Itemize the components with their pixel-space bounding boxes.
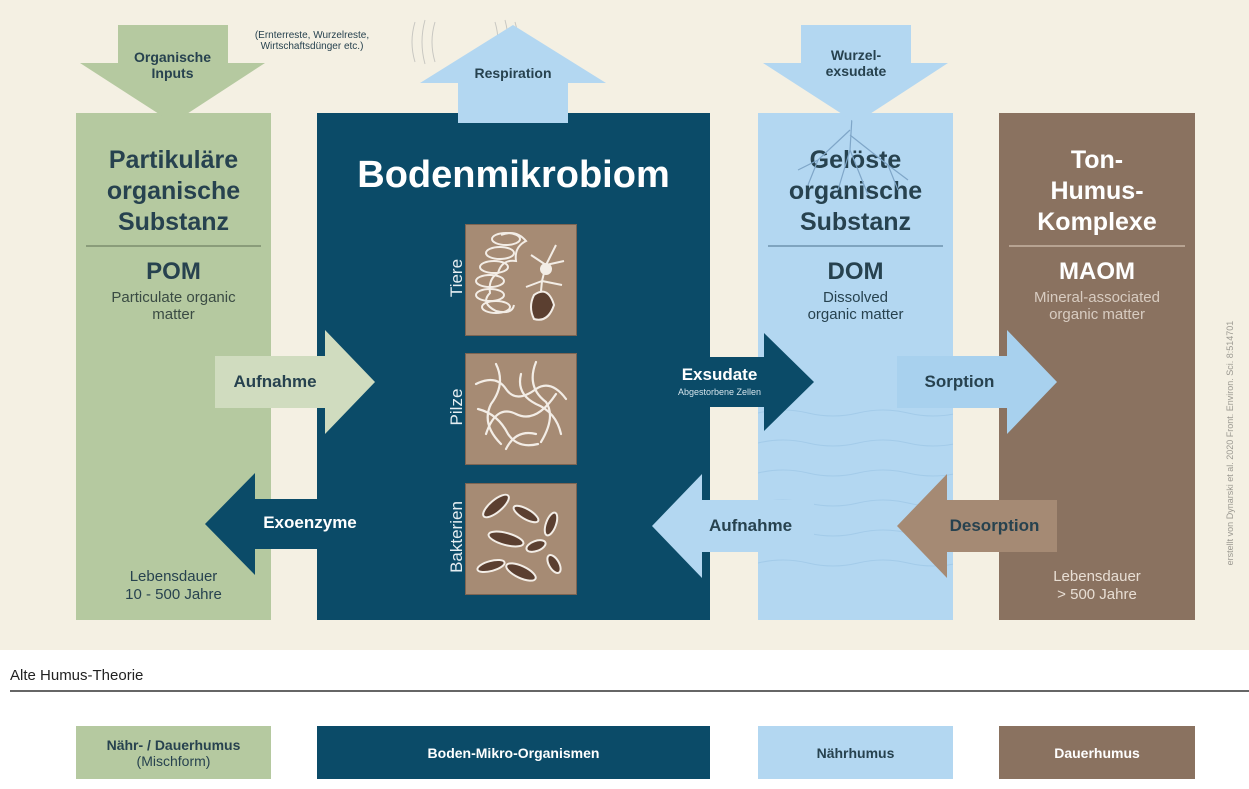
respiration-label: Respiration bbox=[474, 65, 552, 81]
legend-microorganisms: Boden-Mikro-Organismen bbox=[317, 726, 710, 779]
organic-inputs-arrow: Organische Inputs bbox=[80, 25, 265, 125]
tile-pilze bbox=[465, 353, 577, 465]
microbiome-title: Bodenmikrobiom bbox=[357, 154, 670, 196]
tile-bakterien bbox=[465, 483, 577, 595]
desorption-arrow-shape bbox=[897, 474, 1057, 578]
aufnahme-right-arrow-shape bbox=[652, 474, 814, 578]
exoenzyme-arrow-shape bbox=[205, 473, 375, 575]
roots-illustration bbox=[797, 99, 909, 196]
exsudate-arrow: Exsudate Abgestorbene Zellen bbox=[652, 333, 814, 431]
exsudate-arrow-shape bbox=[652, 333, 814, 431]
organic-inputs-note: (Ernterreste, Wurzelreste, Wirtschaftsdü… bbox=[254, 30, 370, 52]
sorption-label: Sorption bbox=[924, 372, 995, 391]
exsudate-label: Exsudate bbox=[681, 365, 758, 384]
legend-naehrhumus-label: Nährhumus bbox=[816, 744, 895, 761]
legend-mixed-label: Nähr- / Dauerhumus bbox=[106, 736, 241, 753]
fungi-illustration bbox=[474, 360, 568, 451]
root-exudates-arrow-shape bbox=[763, 25, 948, 123]
aufnahme-right-arrow: Aufnahme bbox=[652, 474, 814, 578]
desorption-arrow: Desorption bbox=[897, 474, 1057, 578]
section-divider bbox=[10, 690, 1249, 692]
tile-bakterien-label: Bakterien bbox=[447, 501, 466, 573]
root-exudates-label: Wurzel-exsudate bbox=[825, 47, 887, 79]
exoenzyme-arrow: Exoenzyme bbox=[205, 473, 375, 575]
aufnahme-left-label: Aufnahme bbox=[233, 372, 317, 391]
dom-abbr: DOM bbox=[827, 258, 884, 285]
maom-lifetime-value: > 500 Jahre bbox=[1057, 586, 1137, 603]
aufnahme-left-arrow: Aufnahme bbox=[215, 330, 375, 434]
organic-inputs-arrow-shape bbox=[80, 25, 265, 123]
sorption-arrow: Sorption bbox=[897, 330, 1057, 434]
aufnahme-left-arrow-shape bbox=[215, 330, 375, 434]
exoenzyme-label: Exoenzyme bbox=[263, 513, 357, 532]
pom-lifetime-label: Lebensdauer bbox=[129, 568, 218, 585]
maom-divider bbox=[1009, 245, 1185, 247]
respiration-arrow: Respiration bbox=[420, 25, 606, 123]
root-exudates-arrow: Wurzel-exsudate bbox=[763, 25, 948, 125]
legend-dauerhumus-label: Dauerhumus bbox=[1054, 744, 1140, 761]
desorption-label: Desorption bbox=[949, 516, 1040, 535]
animals-illustration bbox=[475, 232, 565, 321]
aufnahme-right-label: Aufnahme bbox=[708, 516, 793, 535]
tile-pilze-label: Pilze bbox=[447, 388, 466, 426]
tile-tiere-label: Tiere bbox=[447, 258, 466, 298]
maom-subtitle: Mineral-associated organic matter bbox=[1034, 289, 1160, 323]
maom-lifetime-label: Lebensdauer bbox=[1053, 568, 1141, 585]
respiration-arrow-shape bbox=[420, 25, 606, 123]
dom-subtitle: Dissolved organic matter bbox=[807, 289, 904, 323]
legend-microorganisms-label: Boden-Mikro-Organismen bbox=[427, 744, 600, 761]
bacteria-illustration bbox=[476, 493, 562, 582]
dom-divider bbox=[768, 245, 943, 247]
exsudate-sublabel: Abgestorbene Zellen bbox=[677, 387, 762, 397]
sorption-arrow-shape bbox=[897, 330, 1057, 434]
organic-inputs-label: Organische Inputs bbox=[133, 49, 212, 81]
legend-naehrhumus: Nährhumus bbox=[758, 726, 953, 779]
pom-lifetime-value: 10 - 500 Jahre bbox=[125, 586, 222, 603]
maom-abbr: MAOM bbox=[1059, 258, 1135, 285]
dom-wave-texture bbox=[758, 409, 953, 567]
section-label: Alte Humus-Theorie bbox=[10, 667, 144, 684]
legend-dauerhumus: Dauerhumus bbox=[999, 726, 1195, 779]
pom-subtitle: Particulate organic matter bbox=[111, 289, 236, 323]
pom-title: Partikuläre organische Substanz bbox=[106, 146, 241, 236]
tile-tiere bbox=[465, 224, 577, 336]
credit-text: erstellt von Dynarski et al. 2020 Front.… bbox=[1225, 320, 1235, 566]
maom-title: Ton-Humus-Komplexe bbox=[1037, 146, 1157, 236]
dom-title: Gelöste organische Substanz bbox=[788, 146, 923, 236]
legend-mixed: Nähr- / Dauerhumus (Mischform) bbox=[76, 726, 271, 779]
pom-abbr: POM bbox=[146, 258, 201, 285]
legend-mixed-sub: (Mischform) bbox=[136, 752, 211, 769]
pom-divider bbox=[86, 245, 261, 247]
